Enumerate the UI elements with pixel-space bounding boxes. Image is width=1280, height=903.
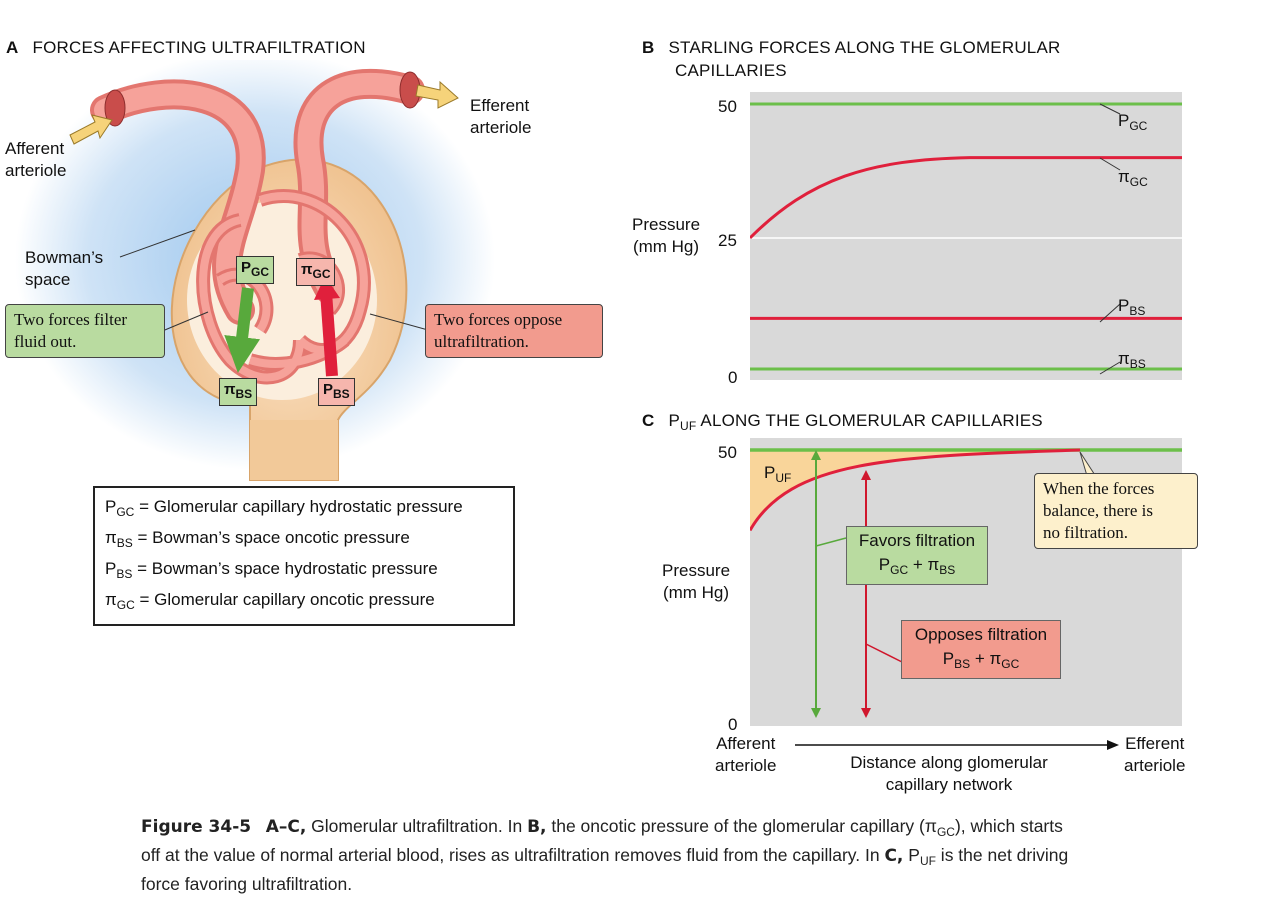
- opposes-arrow-top: [861, 470, 871, 480]
- series-line-1: [750, 156, 1182, 240]
- x-axis-arrow: [795, 740, 1119, 750]
- label-pigc: πGC: [1118, 167, 1148, 189]
- afferent-flow-arrow: [69, 114, 113, 145]
- opposes-filtration-box: Opposes filtration PBS + πGC: [901, 620, 1061, 679]
- x-axis-title: Distance along glomerular capillary netw…: [850, 753, 1048, 794]
- x-axis-afferent: Afferent arteriole: [715, 734, 777, 775]
- tag-pbs: PBS: [318, 378, 355, 406]
- label-pbs: PBS: [1118, 296, 1146, 318]
- panel-b-tick-0: 0: [728, 368, 738, 387]
- favors-arrow-top: [811, 450, 821, 460]
- panel-c-tick-0: 0: [728, 715, 738, 734]
- filter-callout: Two forces filter fluid out.: [5, 304, 165, 358]
- opposes-arrow-bottom: [861, 708, 871, 718]
- balance-callout: When the forces balance, there is no fil…: [1034, 473, 1198, 549]
- legend-row: πGC = Glomerular capillary oncotic press…: [105, 590, 435, 612]
- x-axis-efferent: Efferent arteriole: [1124, 734, 1186, 775]
- oppose-callout: Two forces oppose ultrafiltration.: [425, 304, 603, 358]
- filter-arrow: [224, 287, 261, 373]
- legend-row: PBS = Bowman’s space hydrostatic pressur…: [105, 559, 438, 581]
- panel-b-title-line2: CAPILLARIES: [675, 61, 787, 80]
- bowman-pointer: [119, 229, 196, 258]
- panel-b-tick-50: 50: [718, 97, 737, 116]
- tag-pibs: πBS: [219, 378, 258, 406]
- filter-pointer: [159, 311, 209, 333]
- tag-pigc: πGC: [296, 258, 336, 286]
- opposes-pointer: [865, 643, 903, 663]
- label-leader-3: [1099, 361, 1121, 375]
- efferent-label: Efferent arteriole: [470, 96, 532, 137]
- bowman-space-label: Bowman’s space: [25, 248, 104, 289]
- panel-c-tick-50: 50: [718, 443, 737, 462]
- proximal-tubule: [250, 420, 338, 480]
- efferent-flow-arrow: [415, 80, 459, 109]
- favors-arrow-bottom: [811, 708, 821, 718]
- panel-b-ylabel: Pressure (mm Hg): [632, 215, 701, 256]
- oppose-arrow: [320, 291, 338, 377]
- afferent-label: Afferent arteriole: [5, 139, 67, 180]
- opposes-curve: [750, 448, 1081, 532]
- tag-pgc: PGC: [236, 256, 275, 284]
- legend-box: PGC = Glomerular capillary hydrostatic p…: [93, 486, 515, 626]
- figure-caption: Figure 34-5 A–C, Glomerular ultrafiltrat…: [141, 816, 1069, 894]
- panel-b-tick-25: 25: [718, 231, 737, 250]
- label-leader-1: [1099, 157, 1121, 171]
- puf-area: [750, 450, 1080, 531]
- oppose-pointer: [369, 313, 429, 331]
- favors-filtration-box: Favors filtration PGC + πBS: [846, 526, 988, 585]
- favors-pointer: [815, 537, 847, 547]
- legend-row: πBS = Bowman’s space oncotic pressure: [105, 528, 410, 550]
- label-pibs: πBS: [1118, 349, 1146, 371]
- panel-c-ylabel: Pressure (mm Hg): [662, 561, 731, 602]
- label-leader-0: [1099, 103, 1121, 115]
- label-pgc: PGC: [1118, 111, 1148, 133]
- puf-label: PUF: [764, 463, 792, 485]
- chart-b-background: [750, 92, 1182, 380]
- legend-row: PGC = Glomerular capillary hydrostatic p…: [105, 497, 463, 519]
- label-leader-2: [1099, 303, 1121, 323]
- panel-b-chart: [750, 92, 1182, 380]
